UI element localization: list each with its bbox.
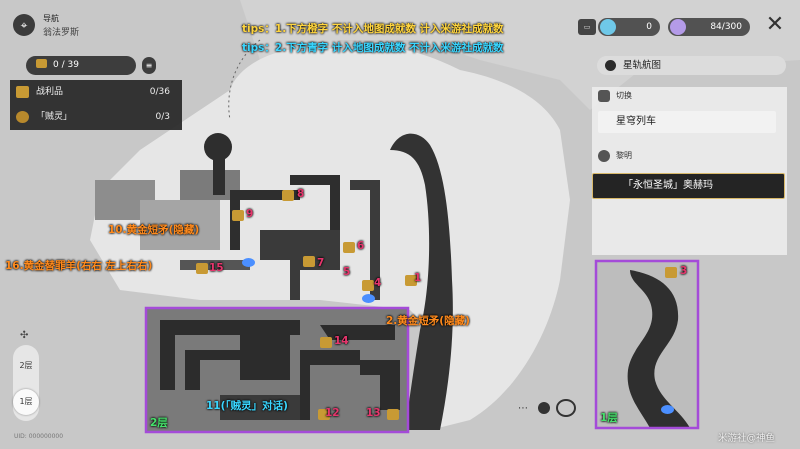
switch-label: 切换	[616, 91, 632, 100]
star-rail-map-button[interactable]: 星轨航图	[597, 56, 786, 75]
credit-icon	[600, 19, 616, 35]
energy-value: 84/300	[668, 18, 750, 36]
chest-marker[interactable]	[665, 267, 677, 278]
floor1-zone-label: 1层	[600, 412, 618, 424]
location-list: 切换 星穹列车 黎明 「永恒圣城」奥赫玛	[592, 87, 787, 255]
teleport-marker[interactable]	[362, 294, 375, 303]
annotation-5: 5	[343, 266, 351, 278]
chest-marker[interactable]	[318, 409, 330, 420]
annotation-12: 12	[325, 407, 340, 419]
chest-marker[interactable]	[405, 275, 417, 286]
collection-total-value: 0 / 39	[53, 60, 79, 70]
planet-icon[interactable]	[556, 399, 576, 417]
collection-panel: 战利品 0/36 「贼灵」 0/3	[10, 80, 182, 130]
annotation-11: 11(「贼灵」对话)	[206, 400, 288, 412]
annotation-1: 1	[414, 272, 422, 284]
dawn-section: 黎明	[592, 147, 787, 165]
annotation-9: 9	[246, 208, 254, 220]
floor-switcher: 2层 1层	[13, 345, 39, 421]
chest-marker[interactable]	[343, 242, 355, 253]
annotation-6: 6	[357, 240, 365, 252]
chest-marker[interactable]	[196, 263, 208, 274]
dawn-label: 黎明	[616, 151, 632, 160]
annotation-4: 4	[374, 277, 382, 289]
floor-1-button[interactable]: 1层	[13, 389, 39, 415]
zoom-out-icon[interactable]: ⋯	[518, 403, 528, 414]
collection-row-spirit[interactable]: 「贼灵」 0/3	[10, 105, 182, 130]
location-item-train[interactable]: 星穹列车	[598, 111, 776, 133]
star-rail-map-label: 星轨航图	[623, 60, 662, 71]
tip-line-2: tips：2.下方青字 计入地图成就数 不计入米游社成就数	[242, 42, 504, 54]
nav-location: 翁法罗斯	[43, 28, 80, 38]
chest-icon	[36, 59, 47, 68]
chest-marker[interactable]	[387, 409, 399, 420]
location-item-label: 星穹列车	[616, 116, 656, 127]
chest-marker[interactable]	[320, 337, 332, 348]
credit-counter[interactable]: ▭ 0	[578, 18, 660, 36]
location-pin-icon: ⌖	[13, 14, 35, 36]
energy-counter[interactable]: 84/300	[668, 18, 750, 36]
energy-icon	[670, 19, 686, 35]
annotation-7: 7	[317, 257, 325, 269]
floor-2-button[interactable]: 2层	[19, 361, 33, 370]
location-item-selected[interactable]: 「永恒圣城」奥赫玛	[592, 173, 785, 199]
collection-total[interactable]: 0 / 39	[26, 56, 136, 75]
floor2-zone-label: 2层	[150, 417, 168, 429]
annotation-3: 3	[680, 265, 688, 277]
collection-row-value: 0/3	[155, 112, 170, 122]
chest-marker[interactable]	[362, 280, 374, 291]
map-icon	[605, 60, 616, 71]
annotation-13: 13	[366, 407, 381, 419]
watermark: 米游社@神鱼	[718, 433, 776, 444]
chest-marker[interactable]	[232, 210, 244, 221]
sun-icon	[598, 150, 610, 162]
annotation-10: 10.黄金短矛(隐藏)	[108, 224, 200, 236]
collection-row-value: 0/36	[149, 87, 170, 97]
annotation-16: 16.黄金替罪羊(右右 左上右右)	[5, 260, 153, 272]
collection-row-label: 「贼灵」	[36, 112, 73, 122]
spirit-icon	[16, 111, 29, 123]
list-toggle-icon[interactable]: ≡	[142, 57, 156, 74]
annotation-8: 8	[297, 188, 305, 200]
floor-switch-icon: ✣	[20, 330, 29, 341]
chest-marker[interactable]	[303, 256, 315, 267]
switch-section: 切换	[592, 87, 787, 105]
close-icon[interactable]: ✕	[765, 12, 785, 37]
annotation-15: 15	[209, 262, 224, 274]
card-icon: ▭	[578, 19, 596, 35]
zoom-toggle-icon[interactable]	[538, 402, 550, 414]
annotation-14: 14	[334, 335, 349, 347]
switch-icon	[598, 90, 610, 102]
tip-line-1: tips：1.下方橙字 不计入地图成就数 计入米游社成就数	[242, 23, 504, 35]
location-item-label: 「永恒圣城」奥赫玛	[623, 180, 713, 191]
teleport-marker[interactable]	[242, 258, 255, 267]
teleport-marker[interactable]	[661, 405, 674, 414]
chest-icon	[16, 86, 29, 98]
collection-row-label: 战利品	[36, 87, 64, 97]
collection-row-loot[interactable]: 战利品 0/36	[10, 80, 182, 105]
nav-title: 导航	[43, 14, 59, 23]
chest-marker[interactable]	[282, 190, 294, 201]
uid-text: UID: 000000000	[14, 433, 64, 440]
annotation-2: 2.黄金短矛(隐藏)	[386, 315, 470, 327]
